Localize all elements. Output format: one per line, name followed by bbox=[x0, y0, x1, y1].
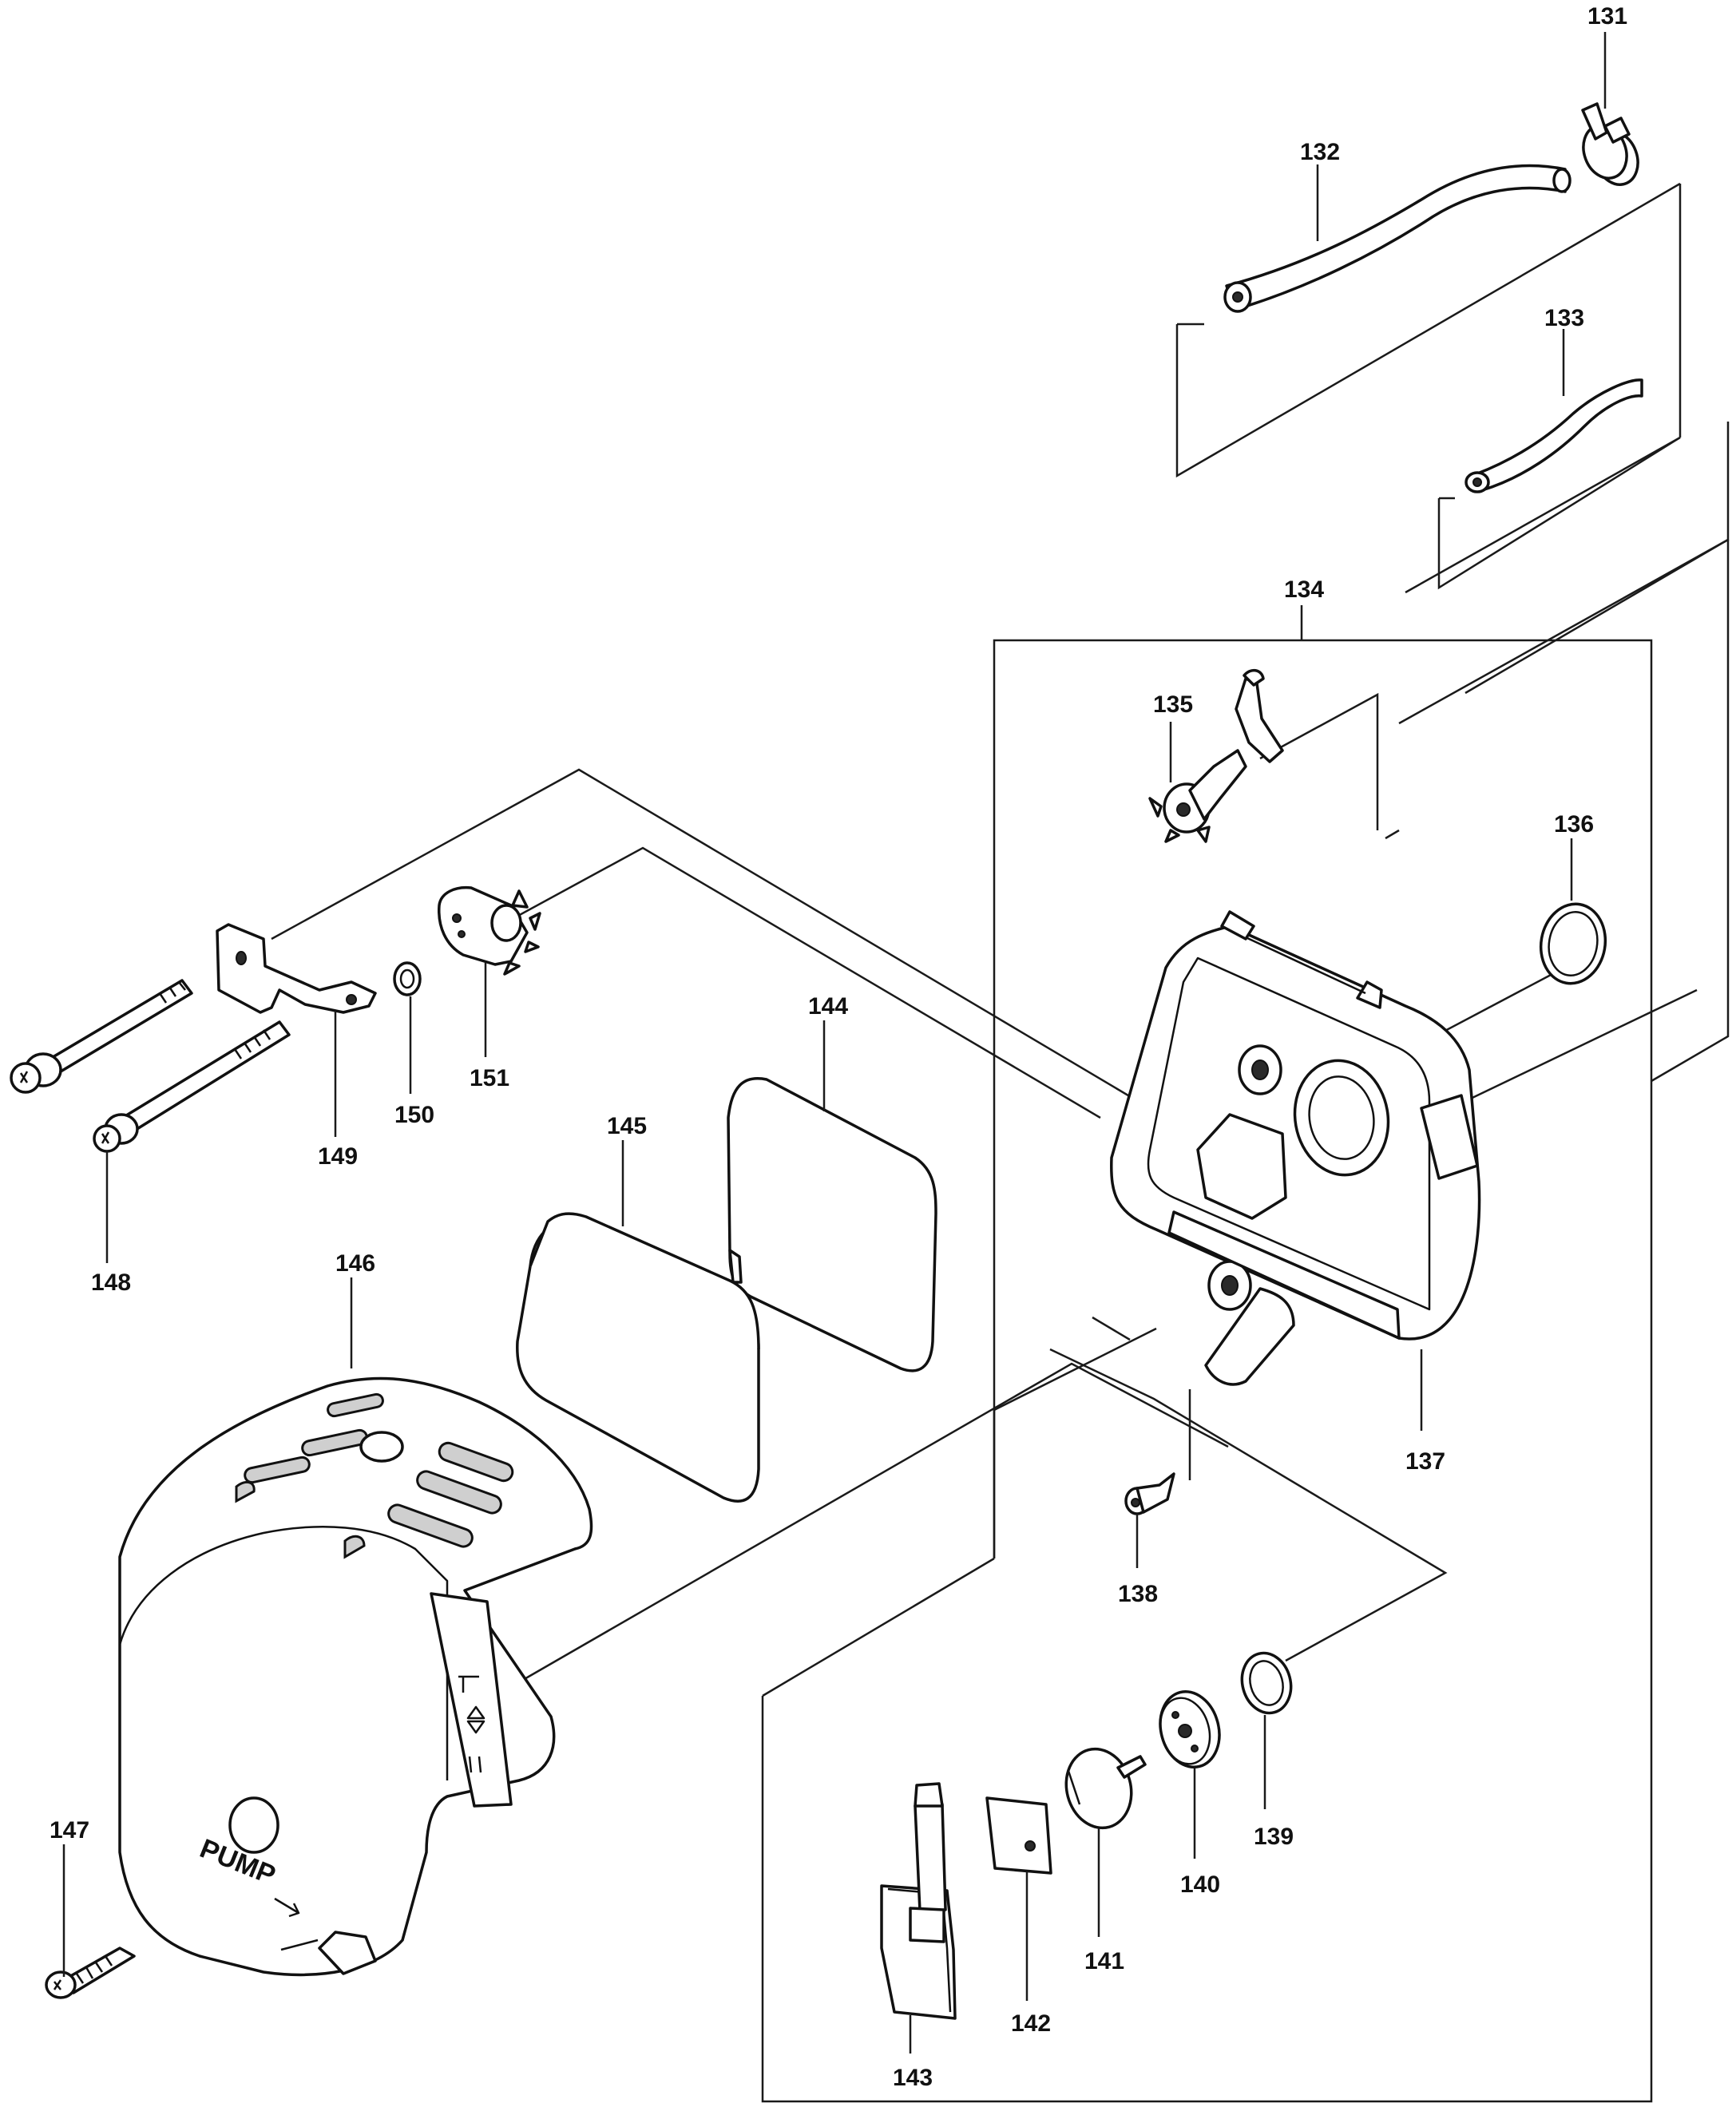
part-label-132: 132 bbox=[1300, 139, 1340, 165]
clamp-131 bbox=[1581, 102, 1639, 186]
part-label-147: 147 bbox=[50, 1817, 89, 1844]
part-label-136: 136 bbox=[1554, 811, 1594, 838]
assembly-frame-lines bbox=[271, 182, 1730, 2103]
part-label-141: 141 bbox=[1084, 1948, 1124, 1974]
sponge-145 bbox=[516, 1212, 760, 1503]
cover-146: PUMP bbox=[118, 1376, 593, 1977]
part-label-133: 133 bbox=[1544, 305, 1584, 331]
disc-140 bbox=[1159, 1689, 1221, 1769]
part-label-146: 146 bbox=[335, 1250, 375, 1277]
o-ring-139 bbox=[1240, 1651, 1293, 1715]
screw-148 bbox=[93, 1020, 291, 1153]
valve-138 bbox=[1124, 1472, 1175, 1515]
part-label-150: 150 bbox=[394, 1102, 434, 1128]
o-ring-136 bbox=[1539, 902, 1607, 985]
screw-147 bbox=[45, 1947, 136, 1999]
part-label-143: 143 bbox=[893, 2065, 933, 2091]
part-label-134: 134 bbox=[1284, 576, 1324, 603]
part-label-142: 142 bbox=[1011, 2010, 1051, 2037]
fuel-tube-132 bbox=[1223, 164, 1572, 313]
gasket-142 bbox=[985, 1796, 1052, 1875]
air-filter-housing-137 bbox=[1110, 910, 1481, 1386]
lever-151 bbox=[438, 885, 541, 976]
part-label-149: 149 bbox=[318, 1143, 358, 1170]
fuel-tube-133 bbox=[1465, 378, 1643, 493]
part-label-140: 140 bbox=[1180, 1871, 1220, 1898]
filter-144 bbox=[727, 1077, 937, 1372]
part-labels: 131 132 133 134 135 136 137 138 139 140 … bbox=[50, 3, 1627, 2091]
part-label-137: 137 bbox=[1405, 1448, 1445, 1475]
leader-lines bbox=[62, 32, 1607, 2054]
part-label-148: 148 bbox=[91, 1269, 131, 1296]
part-label-139: 139 bbox=[1254, 1824, 1294, 1850]
choke-lever-135 bbox=[1148, 668, 1284, 843]
part-label-131: 131 bbox=[1587, 3, 1627, 30]
bracket-149 bbox=[10, 923, 377, 1094]
part-label-151: 151 bbox=[470, 1065, 509, 1091]
plate-141 bbox=[1064, 1747, 1147, 1830]
lever-plate-143 bbox=[880, 1782, 957, 2020]
part-label-144: 144 bbox=[808, 993, 848, 1020]
part-label-138: 138 bbox=[1118, 1581, 1158, 1607]
washer-150 bbox=[393, 961, 422, 996]
part-label-145: 145 bbox=[607, 1113, 647, 1139]
part-label-135: 135 bbox=[1153, 691, 1193, 718]
